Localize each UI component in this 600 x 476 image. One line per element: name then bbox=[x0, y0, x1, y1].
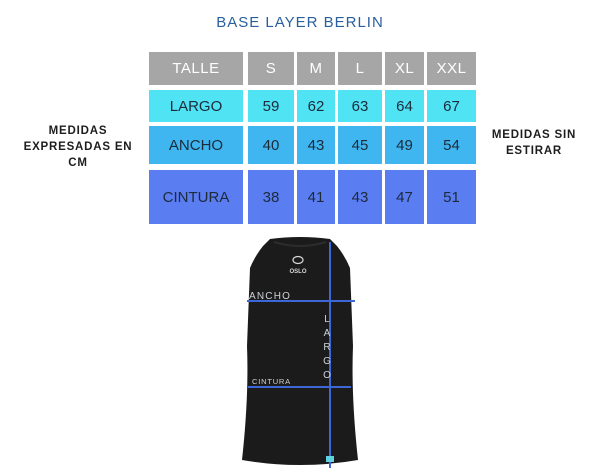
neckline bbox=[273, 241, 327, 247]
table-cell: 59 bbox=[248, 90, 294, 122]
length-label-letter: L bbox=[324, 314, 330, 325]
chart-title: BASE LAYER BERLIN bbox=[216, 14, 384, 31]
measurement-note-line: EXPRESADAS EN bbox=[23, 141, 133, 153]
measurement-note-line: MEDIDAS bbox=[48, 125, 108, 137]
length-label-letter: A bbox=[324, 328, 331, 339]
table-cell: 40 bbox=[248, 126, 294, 164]
table-cell: 41 bbox=[297, 170, 335, 224]
table-header-label: TALLE bbox=[149, 52, 243, 85]
table-header-size: S bbox=[248, 52, 294, 85]
table-header-size: XXL bbox=[427, 52, 476, 85]
table-cell: 38 bbox=[248, 170, 294, 224]
table-cell: 45 bbox=[338, 126, 382, 164]
table-cell: 43 bbox=[297, 126, 335, 164]
unstretched-note-line: MEDIDAS SIN bbox=[491, 129, 577, 141]
table-row-label: LARGO bbox=[149, 90, 243, 122]
table-cell: 49 bbox=[385, 126, 424, 164]
brand-logo: OSLO bbox=[289, 255, 307, 275]
length-label: LARGO bbox=[323, 314, 331, 381]
brand-label: OSLO bbox=[289, 269, 306, 275]
unstretched-note: MEDIDAS SIN ESTIRAR bbox=[482, 127, 586, 159]
length-label-letter: O bbox=[323, 370, 331, 381]
table-cell: 43 bbox=[338, 170, 382, 224]
table-cell: 51 bbox=[427, 170, 476, 224]
table-header-size: L bbox=[338, 52, 382, 85]
garment-diagram: OSLO ANCHO CINTURA LARGO bbox=[242, 237, 358, 468]
measurement-note: MEDIDAS EXPRESADAS EN CM bbox=[18, 123, 138, 171]
table-cell: 63 bbox=[338, 90, 382, 122]
width-label: ANCHO bbox=[249, 291, 291, 302]
table-cell: 67 bbox=[427, 90, 476, 122]
table-cell: 47 bbox=[385, 170, 424, 224]
length-label-letter: G bbox=[323, 356, 331, 367]
table-cell: 54 bbox=[427, 126, 476, 164]
waist-label: CINTURA bbox=[252, 377, 291, 386]
measurement-note-line: CM bbox=[68, 157, 88, 169]
unstretched-note-line: ESTIRAR bbox=[505, 145, 563, 157]
table-header-size: M bbox=[297, 52, 335, 85]
table-row-label: ANCHO bbox=[149, 126, 243, 164]
table-cell: 62 bbox=[297, 90, 335, 122]
length-label-letter: R bbox=[323, 342, 330, 353]
table-header-size: XL bbox=[385, 52, 424, 85]
table-row-label: CINTURA bbox=[149, 170, 243, 224]
table-cell: 64 bbox=[385, 90, 424, 122]
garment-tag bbox=[326, 456, 334, 462]
